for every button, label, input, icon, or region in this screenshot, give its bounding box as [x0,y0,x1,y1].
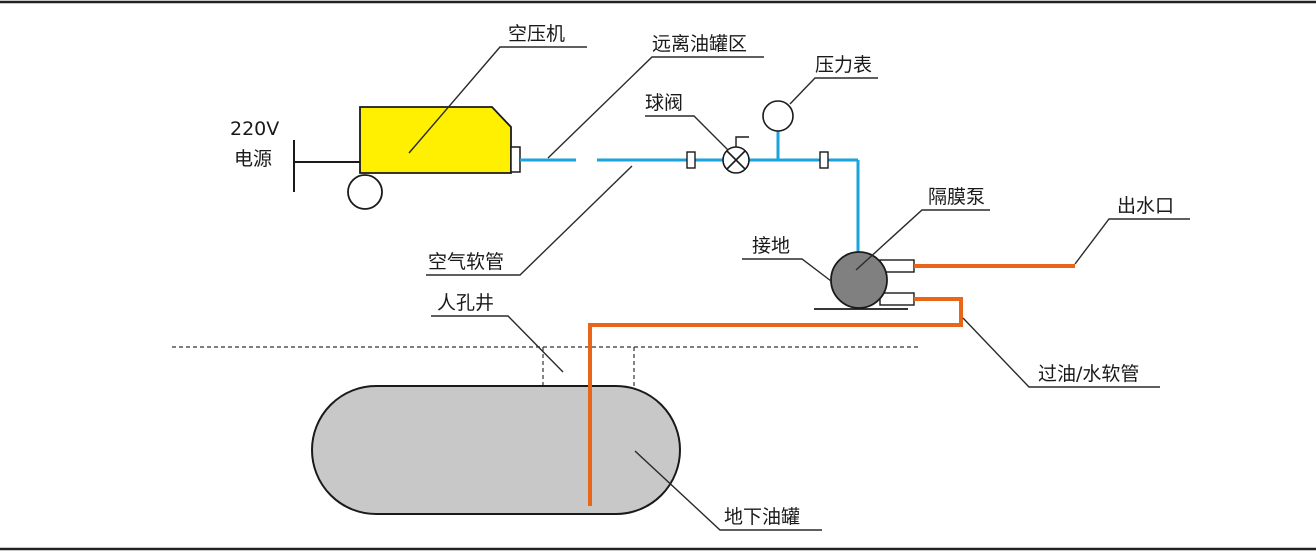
air-line [520,131,860,253]
label-underground-tank: 地下油罐 [724,506,800,528]
label-diaphragm-pump: 隔膜泵 [928,186,985,208]
leader-air-hose [426,165,633,276]
leader-water-outlet [1074,218,1190,265]
compressor-body [359,106,512,174]
label-manhole: 人孔井 [437,292,494,314]
label-oil-water-hose: 过油/水软管 [1038,363,1139,385]
leader-diaphragm-pump [855,209,990,271]
leader-compressor [408,46,587,154]
leader-underground-tank [634,450,822,531]
label-pressure-gauge: 压力表 [815,54,872,76]
pump-body [830,251,888,309]
pump-port-bottom [879,292,915,306]
label-air-hose: 空气软管 [428,251,504,273]
label-compressor: 空压机 [508,23,565,45]
label-far-from-tank: 远离油罐区 [652,33,747,55]
leader-manhole [431,315,564,373]
compressor-wheel [347,174,383,210]
label-ball-valve: 球阀 [645,92,683,114]
leader-pressure-gauge [789,77,878,105]
leader-grounding [742,258,832,282]
oil-line [588,264,1075,506]
label-water-outlet: 出水口 [1117,195,1174,217]
leader-oil-water-hose [962,317,1160,388]
diaphragm-pump [814,251,915,310]
air-compressor [293,106,521,210]
oil-water-hose-line [588,297,963,506]
pressure-gauge [762,100,794,132]
label-grounding: 接地 [752,235,790,257]
compressor-outlet [510,146,521,173]
underground-tank [311,385,681,515]
ball-valve [722,136,750,174]
coupling-left [686,151,696,169]
leader-ball-valve [645,115,729,151]
label-power-unit: 电源 [234,148,272,170]
leader-far-from-tank [547,56,764,159]
label-power: 220V [230,118,279,140]
coupling-right [819,151,829,169]
